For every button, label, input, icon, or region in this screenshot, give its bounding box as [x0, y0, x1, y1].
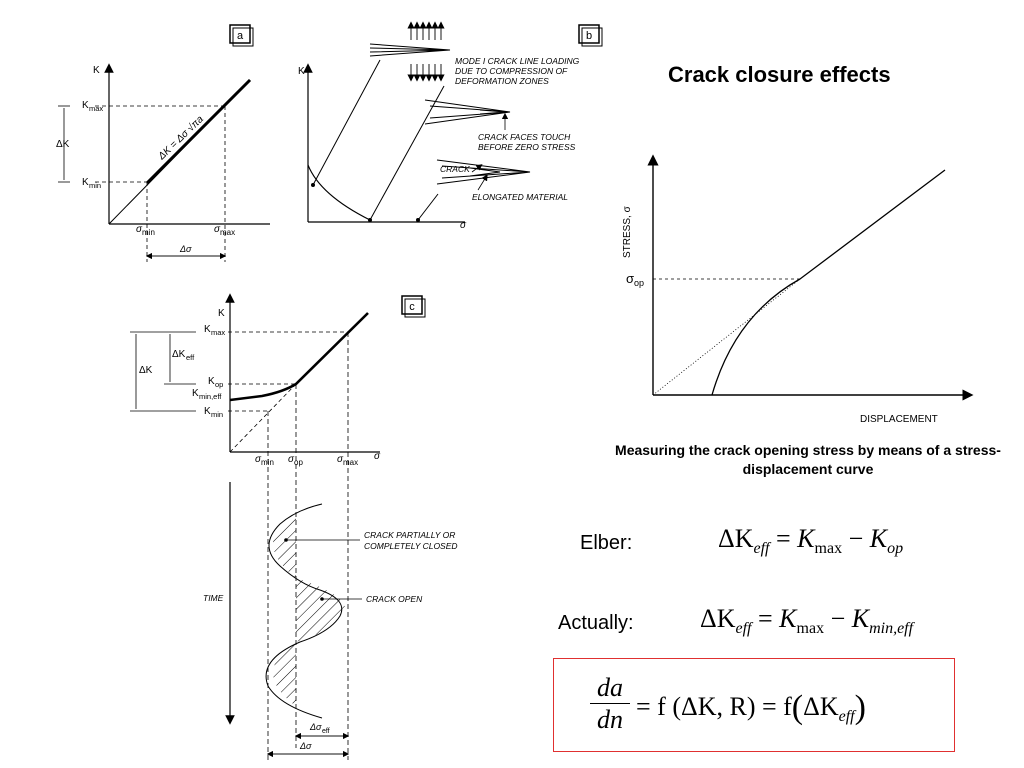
stress-displacement-curve [711, 169, 946, 396]
svg-text:eff: eff [186, 353, 195, 362]
panel-b-crack-sketch-2 [424, 99, 511, 125]
panel-b-note1-line1: MODE I CRACK LINE LOADING [455, 56, 580, 66]
displacement-axis-label: DISPLACEMENT [860, 414, 938, 425]
panel-a-sigma-min: σ [136, 224, 143, 235]
svg-text:max: max [89, 104, 103, 113]
svg-text:min: min [89, 181, 101, 190]
elber-label: Elber: [580, 532, 633, 554]
stress-displacement-plot: STRESS, σ DISPLACEMENT σ op [622, 154, 974, 425]
svg-text:max: max [211, 328, 225, 337]
panel-c-sine-wave [265, 503, 343, 719]
panel-c-x-label: σ [374, 451, 381, 462]
panel-b-arrows-up [407, 21, 445, 40]
panel-c-sigma-op: σ [288, 454, 295, 465]
svg-text:max: max [220, 228, 235, 237]
panel-b-crack-sketch-1 [369, 43, 451, 57]
panel-a-kmin: K [82, 177, 89, 188]
panel-c-delta-sigma-eff: Δσ [309, 722, 322, 732]
panel-a-kmax: K [82, 100, 89, 111]
panel-c-open-note: CRACK OPEN [366, 594, 423, 604]
panel-b-arrows-down [407, 64, 445, 82]
panel-c-delta-sigma: Δσ [299, 741, 312, 751]
panel-b-note1-line3: DEFORMATION ZONES [455, 76, 549, 86]
panel-c-y-label: K [218, 308, 225, 319]
slide-title: Crack closure effects [668, 62, 891, 87]
elber-equation: ΔKeff = Kmax − Kop [718, 524, 904, 557]
panel-c-closed-region-2 [273, 642, 296, 706]
panel-c-open-region [296, 578, 346, 642]
panel-b-note4: ELONGATED MATERIAL [472, 192, 568, 202]
panel-b-tag: b [586, 30, 592, 42]
panel-c-closed-region-1 [273, 512, 296, 578]
panel-b-x-label: σ [460, 220, 467, 231]
panel-c-closed-note-line2: COMPLETELY CLOSED [364, 541, 458, 551]
panel-c-sigma-min: σ [255, 454, 262, 465]
panel-a-line-label: ΔK = Δσ √πa [155, 113, 206, 163]
panel-c-sigma-max: σ [337, 454, 344, 465]
panel-a-tag: a [237, 30, 244, 42]
panel-b-note1-line2: DUE TO COMPRESSION OF [455, 66, 568, 76]
panel-b: b K σ [298, 21, 603, 231]
panel-a-delta-k: ΔK [56, 139, 70, 150]
panel-c-closed-note-line1: CRACK PARTIALLY OR [364, 530, 455, 540]
panel-c-delta-k: ΔK [139, 365, 153, 376]
stress-axis-label: STRESS, σ [622, 205, 633, 258]
rate-equation: = f (ΔK, R) = f(ΔKeff) [636, 689, 866, 726]
svg-text:min: min [261, 458, 274, 467]
svg-text:min: min [142, 228, 155, 237]
crack-growth-rate-box: da dn = f (ΔK, R) = f(ΔKeff) [553, 658, 955, 752]
panel-b-note2-line1: CRACK FACES TOUCH [478, 132, 571, 142]
rate-fraction: da dn [590, 673, 630, 736]
svg-text:min,eff: min,eff [199, 392, 222, 401]
panel-c-time-label: TIME [203, 593, 224, 603]
panel-c-k-curve [229, 312, 369, 402]
panel-b-curve [307, 164, 371, 221]
svg-text:op: op [215, 380, 223, 389]
actual-equation: ΔKeff = Kmax − Kmin,eff [700, 604, 914, 637]
svg-text:max: max [343, 458, 358, 467]
panel-a-k-line-bold [145, 78, 252, 185]
panel-a-tag-box [229, 24, 251, 44]
panel-b-y-label: K [298, 66, 305, 77]
panel-a-y-label: K [93, 65, 100, 76]
sigma-op-label: σ [626, 271, 634, 286]
plot-caption: Measuring the crack opening stress by me… [615, 442, 1001, 477]
panel-b-tag-box [578, 24, 600, 44]
panel-a-sigma-max: σ [214, 224, 221, 235]
panel-a-delta-sigma: Δσ [179, 244, 192, 254]
panel-c-kmineff: K [192, 388, 199, 399]
panel-b-note2-line2: BEFORE ZERO STRESS [478, 142, 576, 152]
elastic-extrapolation [652, 278, 801, 396]
svg-text:eff: eff [322, 728, 330, 735]
svg-text:op: op [294, 458, 303, 467]
panel-b-note3: CRACK [440, 164, 470, 174]
panel-a: a K K max K min ΔK σ min σ max Δσ ΔK = Δ… [56, 24, 270, 262]
actually-label: Actually: [558, 612, 634, 634]
svg-text:min: min [211, 410, 223, 419]
panel-c-kop: K [208, 376, 215, 387]
panel-c-tag-box [401, 295, 423, 315]
panel-c-kmin: K [204, 406, 211, 417]
panel-c: c K σ K max K op K min,eff K min ΔK ΔK e… [130, 293, 458, 760]
svg-text:op: op [634, 278, 644, 288]
panel-c-tag: c [409, 301, 415, 313]
panel-c-delta-k-eff: ΔK [172, 349, 186, 360]
panel-c-kmax: K [204, 324, 211, 335]
